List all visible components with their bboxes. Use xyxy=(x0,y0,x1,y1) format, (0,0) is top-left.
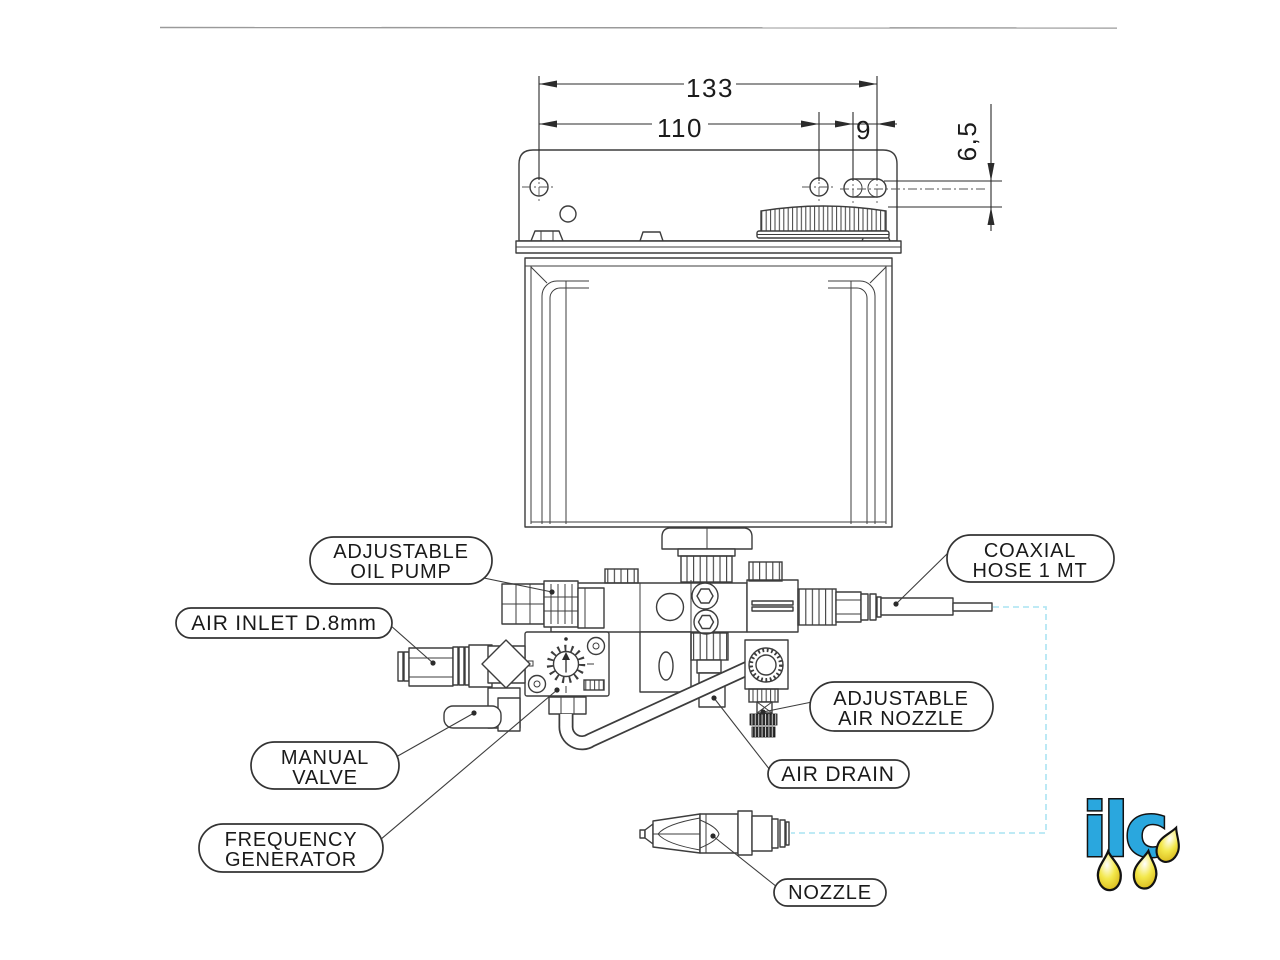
callout-air-drain-line1: AIR DRAIN xyxy=(781,763,894,786)
mounting-bracket xyxy=(515,149,902,254)
oil-drop-icon xyxy=(1155,825,1180,863)
reservoir-tank xyxy=(524,257,893,528)
callout-coaxial-hose-line1: COAXIAL xyxy=(984,540,1076,562)
callout-air-nozzle: ADJUSTABLE AIR NOZZLE xyxy=(809,681,994,732)
pump-manifold-assembly xyxy=(397,561,993,751)
manual-valve-part xyxy=(443,687,521,732)
tank-outlet-fitting xyxy=(661,527,753,583)
callout-manual-valve: MANUAL VALVE xyxy=(250,741,400,790)
page-frame-line xyxy=(159,26,1118,29)
callout-frequency-generator-line2: GENERATOR xyxy=(225,849,357,871)
callout-oil-pump-line2: OIL PUMP xyxy=(350,561,451,583)
ilc-logo: ilc xyxy=(1081,787,1180,892)
dim-slot-offset: 6,5 xyxy=(952,121,982,162)
spray-nozzle-part xyxy=(639,810,790,856)
callout-manual-valve-line1: MANUAL xyxy=(281,747,369,769)
air-nozzle-part xyxy=(744,639,789,738)
callout-air-inlet: AIR INLET D.8mm xyxy=(175,607,393,639)
callout-oil-pump: ADJUSTABLE OIL PUMP xyxy=(309,536,493,585)
callout-air-inlet-line1: AIR INLET D.8mm xyxy=(191,612,376,635)
callout-air-nozzle-line1: ADJUSTABLE xyxy=(833,688,968,710)
callout-air-nozzle-line2: AIR NOZZLE xyxy=(838,708,964,730)
callout-manual-valve-line2: VALVE xyxy=(292,767,358,789)
outlet-body xyxy=(746,561,882,633)
callout-frequency-generator-line1: FREQUENCY xyxy=(225,829,358,851)
dim-hole-span: 110 xyxy=(657,113,703,143)
dim-total-width: 133 xyxy=(686,73,734,103)
oil-drop-icon xyxy=(1132,848,1158,890)
callout-nozzle-line1: NOZZLE xyxy=(788,882,872,904)
air-inlet-part xyxy=(397,639,531,689)
callout-frequency-generator: FREQUENCY GENERATOR xyxy=(198,823,384,873)
callout-coaxial-hose: COAXIAL HOSE 1 MT xyxy=(946,534,1115,583)
ilc-logo-text: ilc xyxy=(1082,788,1165,874)
callouts: ADJUSTABLE OIL PUMP AIR INLET D.8mm MANU… xyxy=(175,534,1115,907)
callout-coaxial-hose-line2: HOSE 1 MT xyxy=(973,560,1088,582)
callout-oil-pump-line1: ADJUSTABLE xyxy=(333,541,468,563)
adjustable-oil-pump-part xyxy=(501,580,605,629)
dimension-annotations: 133 110 9 6,5 xyxy=(538,73,1002,231)
callout-nozzle: NOZZLE xyxy=(773,878,887,907)
coaxial-hose-part xyxy=(880,597,993,616)
dim-slot-span: 9 xyxy=(856,115,872,145)
delivery-tube xyxy=(558,657,761,751)
oil-drop-icon xyxy=(1096,848,1122,892)
frequency-generator-part xyxy=(524,631,610,697)
hose-route xyxy=(791,606,1047,834)
callout-air-drain: AIR DRAIN xyxy=(767,759,910,789)
filler-cap xyxy=(756,205,890,239)
